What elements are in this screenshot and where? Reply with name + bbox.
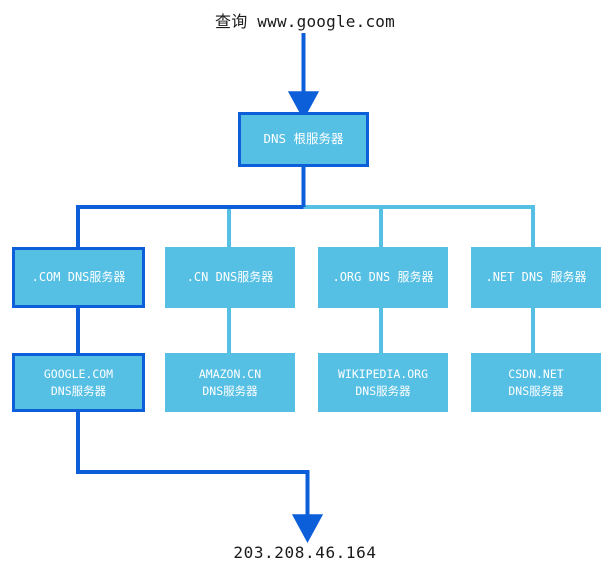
node-label: WIKIPEDIA.ORG DNS服务器 (337, 366, 428, 398)
node-tld-net[interactable]: .NET DNS 服务器 (471, 247, 601, 308)
node-label: CSDN.NET DNS服务器 (508, 366, 564, 398)
node-label: .ORG DNS 服务器 (332, 269, 434, 284)
node-tld-com[interactable]: .COM DNS服务器 (12, 247, 145, 308)
node-dns-root-server[interactable]: DNS 根服务器 (238, 112, 369, 167)
node-tld-org[interactable]: .ORG DNS 服务器 (318, 247, 448, 308)
node-authoritative-csdn-net[interactable]: CSDN.NET DNS服务器 (471, 353, 601, 412)
node-label: DNS 根服务器 (263, 131, 344, 147)
node-label: .CN DNS服务器 (186, 269, 274, 284)
edge-root-bus-active (76, 205, 304, 247)
node-label: .COM DNS服务器 (31, 269, 126, 284)
node-authoritative-amazon-cn[interactable]: AMAZON.CN DNS服务器 (165, 353, 295, 412)
node-authoritative-wikipedia-org[interactable]: WIKIPEDIA.ORG DNS服务器 (318, 353, 448, 412)
edge-google-to-result (76, 412, 324, 543)
node-label: .NET DNS 服务器 (485, 269, 587, 284)
node-label: GOOGLE.COM DNS服务器 (43, 366, 114, 398)
node-tld-cn[interactable]: .CN DNS服务器 (165, 247, 295, 308)
query-caption: 查询 www.google.com (215, 12, 395, 31)
resolved-ip-caption: 203.208.46.164 (233, 543, 377, 562)
node-authoritative-google-com[interactable]: GOOGLE.COM DNS服务器 (12, 353, 145, 412)
node-label: AMAZON.CN DNS服务器 (198, 366, 262, 398)
